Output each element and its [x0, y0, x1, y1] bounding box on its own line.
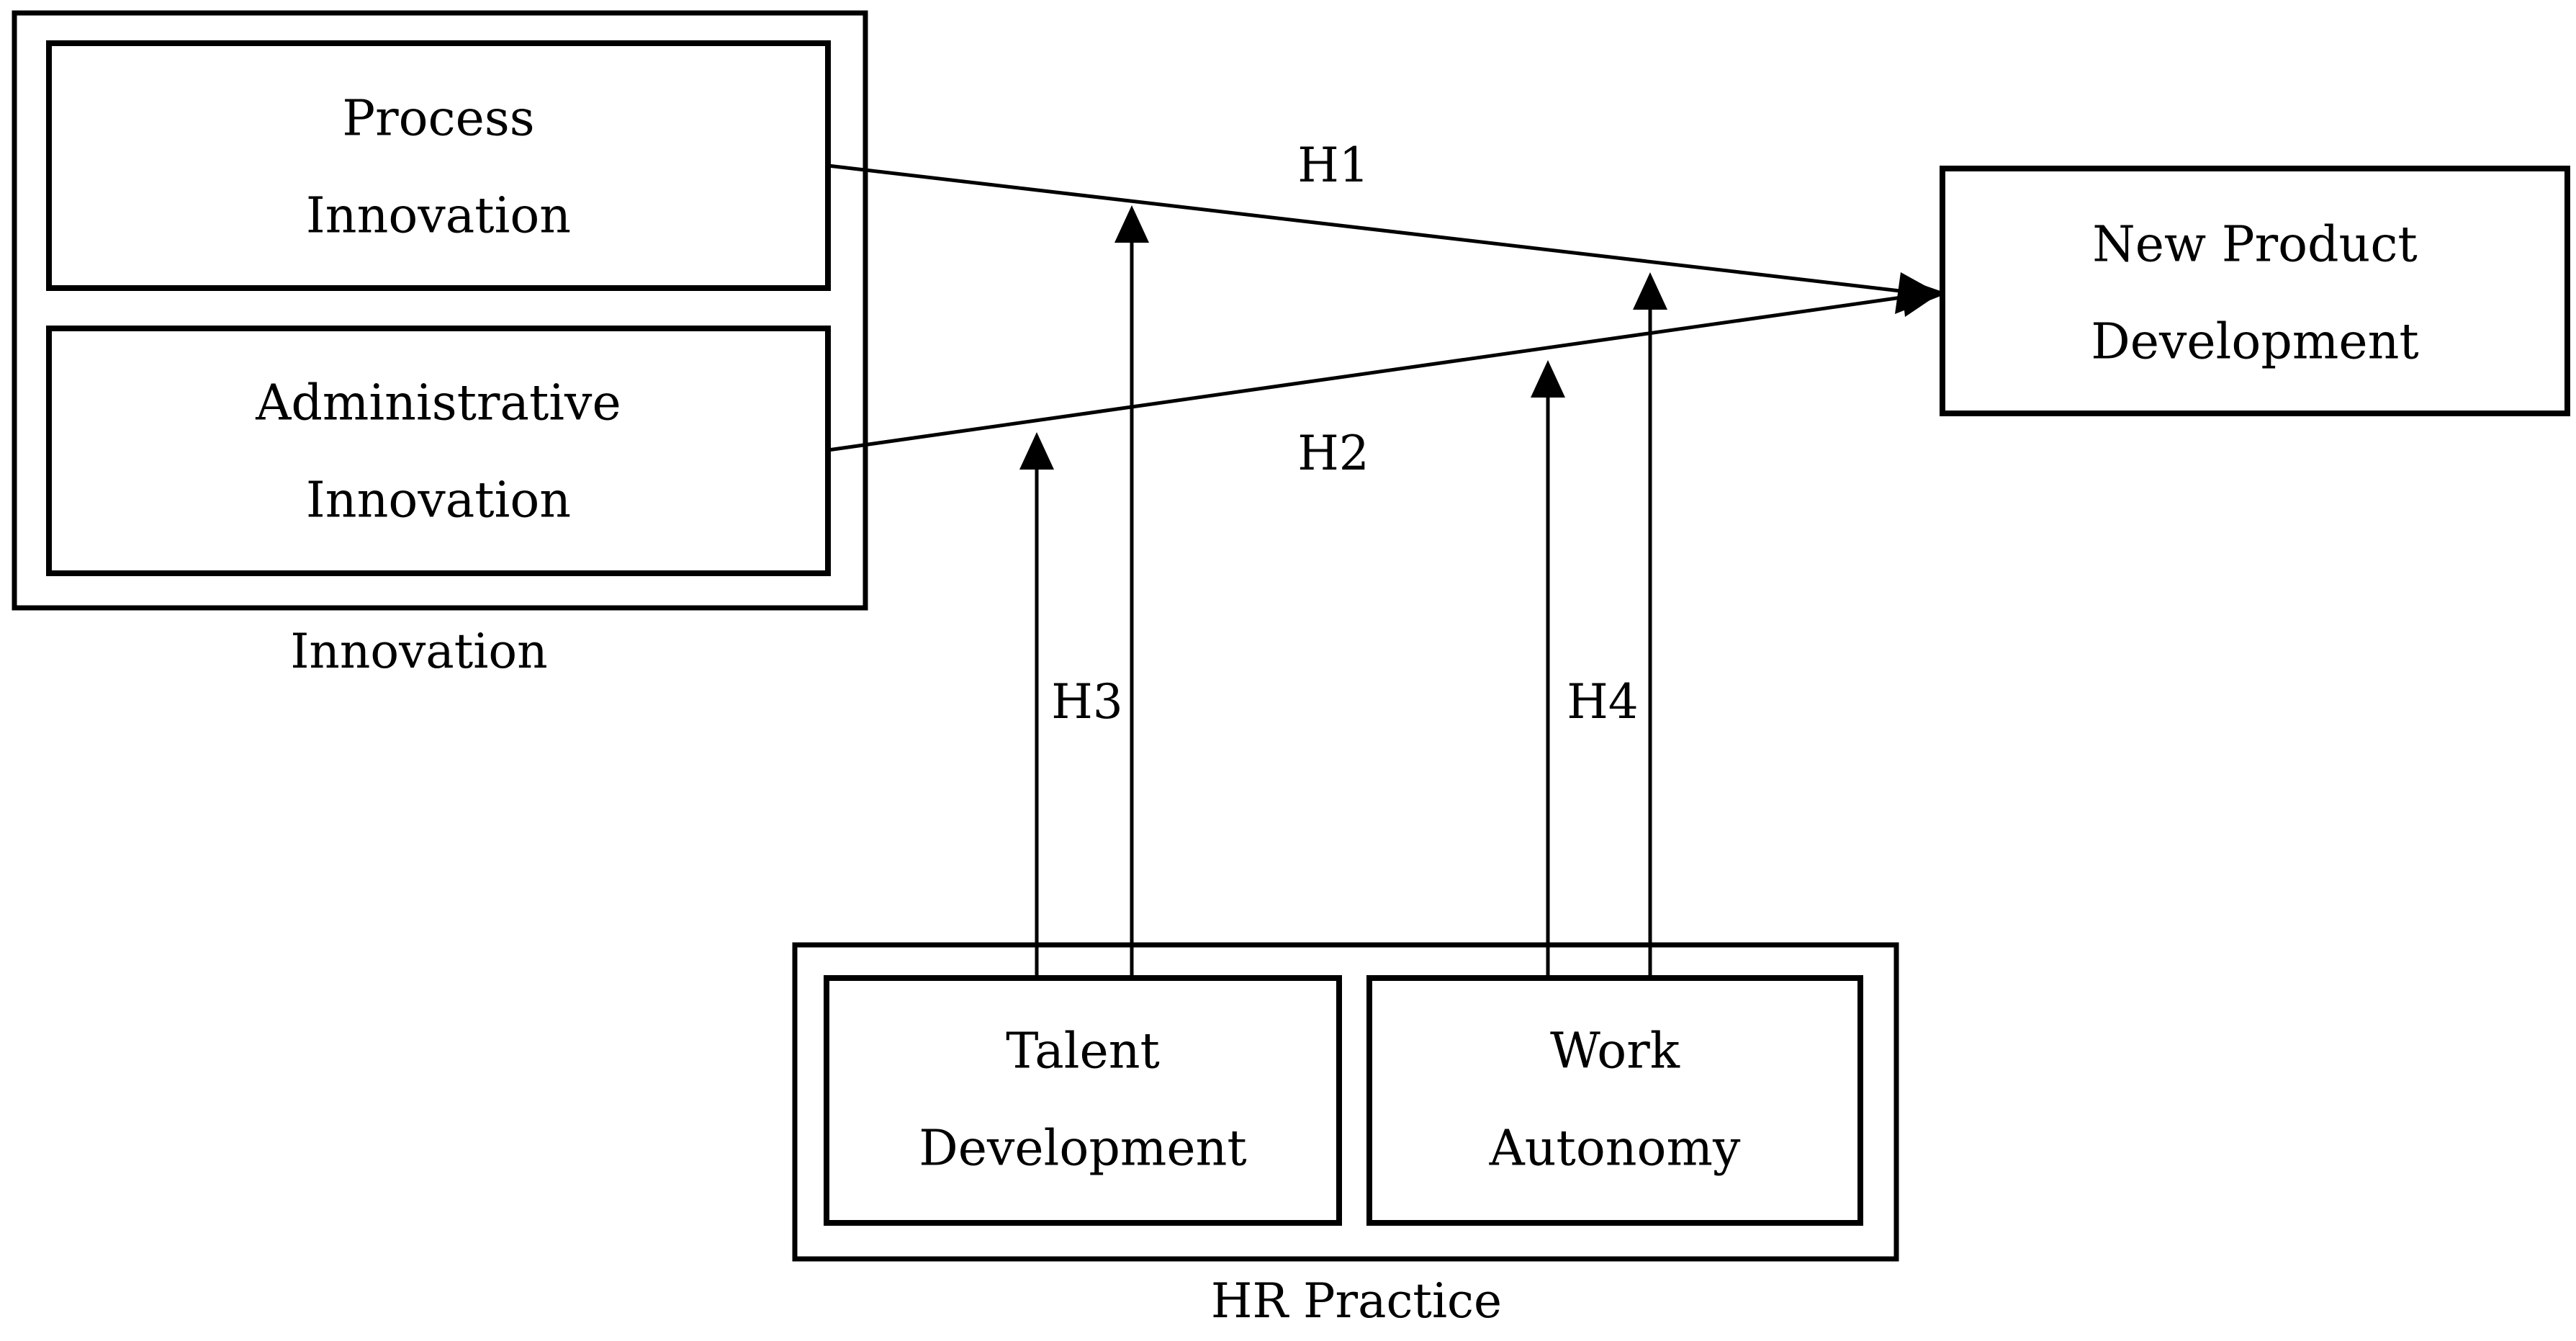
h1-label: H1	[1297, 138, 1369, 193]
administrative-innovation-line2: Innovation	[306, 472, 571, 529]
h3-arrow-head-to-h1	[1114, 205, 1149, 243]
hr-practice-group-label: HR Practice	[1211, 1273, 1502, 1329]
new-product-development-line2: Development	[2091, 314, 2418, 371]
h2-label: H2	[1297, 426, 1369, 481]
talent-development-box	[824, 975, 1342, 1226]
new-product-development-box	[1940, 166, 2570, 416]
administrative-innovation-box	[46, 326, 831, 576]
h3-label: H3	[1051, 674, 1123, 730]
new-product-development-line1: New Product	[2092, 217, 2418, 274]
h1-arrow-line	[827, 163, 1907, 294]
h3-arrow-head-to-h2	[1019, 432, 1054, 470]
process-innovation-line1: Process	[342, 91, 534, 148]
innovation-group-label: Innovation	[290, 624, 547, 679]
administrative-innovation-line1: Administrative	[255, 375, 621, 432]
work-autonomy-line2: Autonomy	[1489, 1121, 1741, 1178]
talent-development-line2: Development	[919, 1121, 1246, 1178]
process-innovation-box	[46, 40, 831, 291]
h4-arrow-head-to-h2	[1531, 360, 1565, 398]
h4-label: H4	[1567, 674, 1639, 730]
work-autonomy-line1: Work	[1550, 1023, 1680, 1080]
work-autonomy-box	[1366, 975, 1863, 1226]
h2-arrow-line	[827, 295, 1907, 452]
talent-development-line1: Talent	[1006, 1023, 1160, 1080]
process-innovation-line2: Innovation	[306, 188, 571, 245]
hr-practice-group-box	[792, 942, 1899, 1262]
h2-arrow-head	[1901, 277, 1942, 317]
h4-arrow-head-to-h1	[1633, 272, 1667, 310]
innovation-group-box	[12, 10, 868, 611]
